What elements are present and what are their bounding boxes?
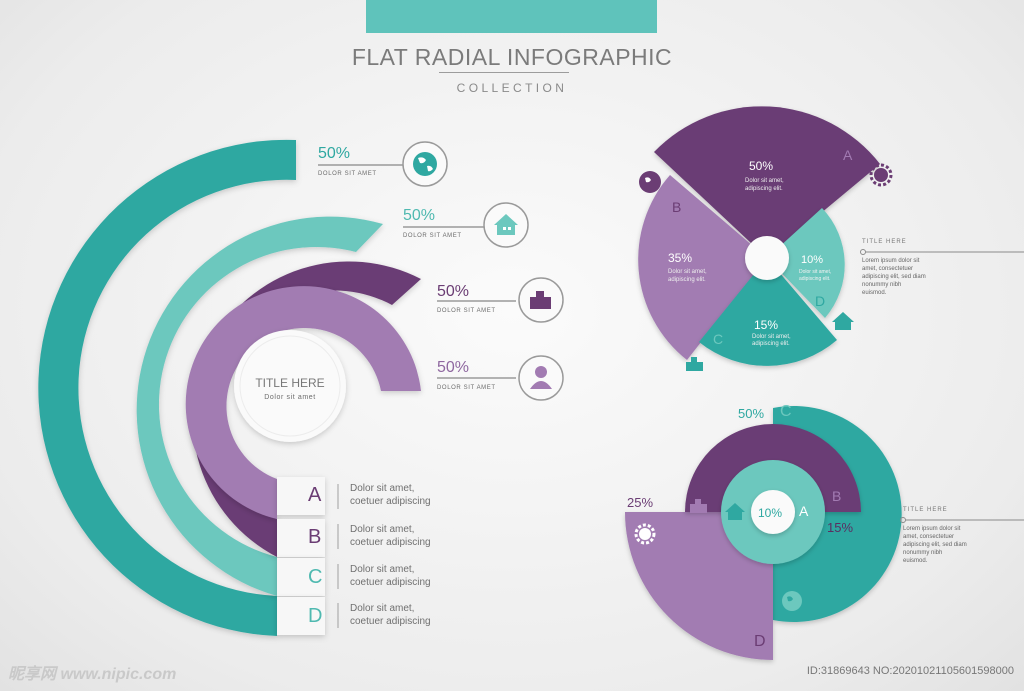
page-subtitle: COLLECTION: [456, 81, 568, 95]
page-title: FLAT RADIAL INFOGRAPHIC: [351, 44, 673, 70]
radial-item-4-percent: 50%: [437, 359, 470, 376]
pie-note-line-1: Lorem ipsum dolor sit: [862, 258, 920, 264]
pie-a-letter: A: [843, 147, 853, 163]
legend-cards: [277, 477, 339, 635]
home-icon: [832, 312, 854, 330]
pie-d-text1: Dolor sit amet,: [799, 269, 832, 275]
radial-item-2-label: DOLOR SIT AMET: [403, 233, 462, 239]
pie-center: [745, 236, 789, 280]
ring-center: [751, 490, 795, 534]
pie-sector-a: [654, 106, 880, 258]
watermark-right: ID:31869643 NO:20201021105601598000: [806, 665, 1014, 677]
radial-bar-4: [185, 286, 421, 519]
pie-b-text1: Dolor sit amet,: [668, 269, 707, 275]
ring-b-percent: 15%: [827, 520, 854, 535]
pie-note-line-5: euismod.: [862, 290, 887, 296]
radial-item-2-percent: 50%: [403, 207, 436, 224]
title-divider: [439, 72, 569, 73]
pie-sector-c: [699, 258, 837, 366]
pie-a-text1: Dolor sit amet,: [745, 178, 784, 184]
pie-c-letter: C: [713, 331, 724, 347]
legend-text-b1: Dolor sit amet,: [350, 524, 415, 535]
gear-icon: [634, 523, 656, 545]
radial-center-circle: [234, 330, 346, 442]
pie-sector-b: [638, 175, 767, 360]
legend-text-c2: coetuer adipiscing: [350, 577, 431, 588]
pie-d-percent: 10%: [801, 254, 824, 266]
ring-segment-d: [625, 512, 773, 660]
pie-note-line-4: nonummy nibh: [862, 282, 902, 288]
ring-note-line-2: amet, consectetuer: [903, 534, 955, 540]
ring-note-line-4: nonummy nibh: [903, 550, 943, 556]
ring-center-percent: 10%: [758, 506, 783, 520]
pie-c-percent: 15%: [754, 318, 779, 332]
ring-d-percent: 25%: [627, 495, 654, 510]
ring-note-title: TITLE HERE: [903, 507, 948, 513]
ring-d-letter: D: [754, 633, 766, 650]
radial-center-title: TITLE HERE: [255, 376, 325, 390]
pie-sector-d: [767, 208, 845, 318]
ring-note-line-5: euismod.: [903, 558, 928, 564]
legend-text-a2: coetuer adipiscing: [350, 496, 431, 507]
home-icon: [725, 503, 745, 520]
legend-text-c1: Dolor sit amet,: [350, 564, 415, 575]
globe-icon: [782, 591, 802, 611]
puzzle-icon: [518, 277, 564, 323]
gear-icon: [869, 163, 893, 187]
legend-letter-a: A: [308, 484, 322, 506]
globe-icon: [639, 171, 661, 193]
ring-note-line-1: Lorem ipsum dolor sit: [903, 526, 961, 532]
legend-letter-c: C: [308, 566, 323, 588]
radial-item-4-label: DOLOR SIT AMET: [437, 385, 496, 391]
ring-c-percent: 50%: [738, 406, 765, 421]
home-icon: [483, 202, 529, 248]
pie-d-letter: D: [815, 293, 826, 309]
ring-c-letter: C: [780, 403, 792, 420]
radial-item-3-label: DOLOR SIT AMET: [437, 308, 496, 314]
pie-d-text2: adipiscing elit.: [799, 276, 831, 282]
watermark-left: 昵享网 www.nipic.com: [8, 666, 177, 683]
pie-b-text2: adipiscing elit.: [668, 277, 706, 283]
ring-note-line-3: adipiscing elit, sed diam: [903, 542, 967, 548]
puzzle-icon: [686, 357, 703, 371]
radial-item-3-percent: 50%: [437, 283, 470, 300]
pie-c-text1: Dolor sit amet,: [752, 334, 791, 340]
top-banner: [366, 0, 657, 33]
radial-bar-1: [38, 139, 296, 637]
pie-note-line-2: amet, consectetuer: [862, 266, 914, 272]
legend-text-a1: Dolor sit amet,: [350, 483, 415, 494]
radial-item-1-label: DOLOR SIT AMET: [318, 171, 377, 177]
pie-b-letter: B: [672, 199, 682, 215]
radial-center-subtitle: Dolor sit amet: [264, 394, 316, 401]
globe-icon: [402, 141, 448, 187]
radial-bar-3: [192, 261, 421, 557]
pie-note-title: TITLE HERE: [862, 239, 907, 245]
puzzle-icon: [690, 499, 707, 513]
pie-b-percent: 35%: [668, 251, 693, 265]
legend-text-d2: coetuer adipiscing: [350, 616, 431, 627]
ring-b-letter: B: [832, 488, 842, 504]
legend-text-d1: Dolor sit amet,: [350, 603, 415, 614]
pie-a-text2: adipiscing elit.: [745, 186, 783, 192]
pie-c-text2: adipiscing elit.: [752, 341, 790, 347]
pie-note-line-3: adipiscing elit, sed diam: [862, 274, 926, 280]
user-icon: [518, 355, 564, 401]
ring-a-letter: A: [799, 503, 809, 519]
radial-item-1-percent: 50%: [318, 145, 351, 162]
legend-letter-b: B: [308, 526, 322, 548]
legend-letter-d: D: [308, 605, 323, 627]
pie-a-percent: 50%: [749, 159, 774, 173]
legend-text-b2: coetuer adipiscing: [350, 537, 431, 548]
